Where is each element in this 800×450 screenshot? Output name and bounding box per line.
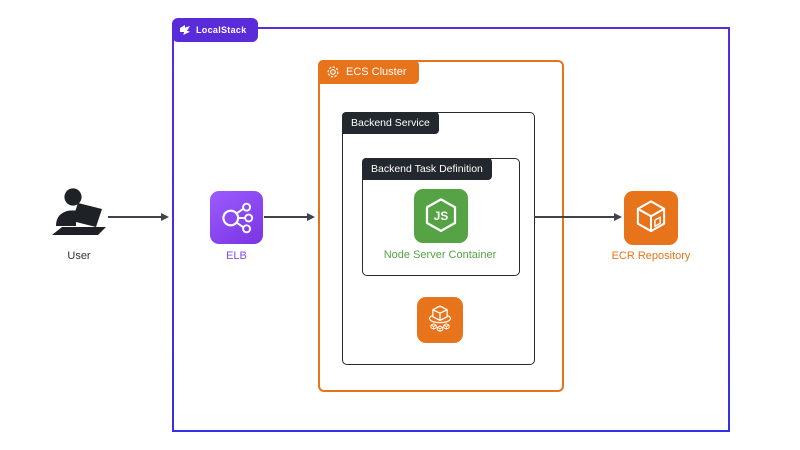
svg-text:JS: JS <box>434 209 449 223</box>
arrow-elb-to-ecs-cluster <box>264 212 315 221</box>
localstack-badge-label: LocalStack <box>196 25 247 35</box>
user-at-laptop-icon <box>50 186 108 247</box>
backend-task-definition-badge: Backend Task Definition <box>362 158 492 180</box>
arrow-backend-service-to-ecr <box>534 212 622 221</box>
elastic-load-balancer-icon <box>210 191 263 244</box>
ecs-cluster-boundary-box <box>318 60 564 392</box>
ecs-service-icon <box>417 297 463 343</box>
ecr-repository-label: ECR Repository <box>611 250 691 262</box>
backend-service-badge: Backend Service <box>342 112 439 134</box>
localstack-logo-icon <box>179 24 191 36</box>
node-server-container-label: Node Server Container <box>383 249 497 261</box>
ecr-repository-icon <box>624 191 678 245</box>
user-label: User <box>67 250 91 262</box>
backend-task-definition-badge-label: Backend Task Definition <box>371 163 483 175</box>
backend-service-badge-label: Backend Service <box>351 117 430 129</box>
ecs-cluster-badge: ECS Cluster <box>318 60 419 84</box>
ecs-cluster-badge-label: ECS Cluster <box>346 66 407 78</box>
localstack-badge: LocalStack <box>172 18 258 42</box>
arrow-user-to-elb <box>108 212 169 221</box>
ecs-cluster-icon <box>326 65 340 79</box>
elb-label: ELB <box>226 250 247 262</box>
nodejs-icon: JS <box>414 189 468 243</box>
